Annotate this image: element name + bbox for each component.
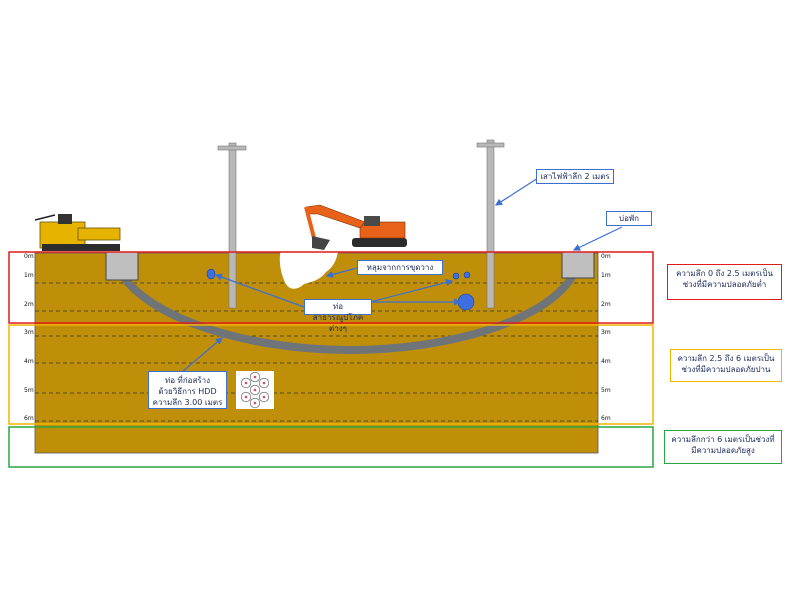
callout-hdd-pipe: ท่อ ที่ก่อสร้าง ด้วยวิธีการ HDD ความลึก … (148, 371, 227, 409)
hdd-pipe-arc (116, 268, 579, 355)
excavator-icon (304, 204, 407, 250)
callout-arrows (181, 177, 623, 373)
depth-label-right: 1m (601, 272, 611, 279)
zone-label-red: ความลึก 0 ถึง 2.5 เมตรเป็นช่วงที่มีความป… (667, 264, 782, 300)
zone-label-yellow: ความลึก 2.5 ถึง 6 เมตรเป็นช่วงที่มีความป… (670, 349, 782, 382)
depth-label-right: 4m (601, 358, 611, 365)
zone-label-green: ความลึกกว่า 6 เมตรเป็นช่วงที่มีความปลอดภ… (664, 430, 782, 464)
callout-manhole: บ่อพัก (606, 211, 652, 226)
zone-red-box (8, 251, 654, 324)
depth-label-right: 0m (601, 253, 611, 260)
callout-hdd-pipe-line: ความลึก 3.00 เมตร (152, 398, 223, 407)
zone-green-box (8, 426, 654, 468)
callout-pole-depth: เสาไฟฟ้าลึก 2 เมตร (536, 169, 614, 184)
depth-label-left: 4m (24, 358, 34, 365)
callout-hdd-pipe-line: ด้วยวิธีการ HDD (158, 387, 217, 396)
depth-label-right: 3m (601, 329, 611, 336)
callout-hdd-pipe-line: ท่อ ที่ก่อสร้าง (164, 376, 211, 385)
hdd-drill-rig-icon (34, 214, 121, 251)
depth-label-right: 2m (601, 301, 611, 308)
callout-utility-pipes: ท่อสาธารณูปโภคต่างๆ (304, 299, 372, 333)
depth-label-left: 6m (24, 415, 34, 422)
pipe-bundle-icon (236, 371, 274, 409)
zone-yellow-box (8, 324, 654, 425)
excavation-pit (279, 193, 339, 289)
depth-label-left: 2m (24, 301, 34, 308)
utility-pole-icon (217, 142, 247, 309)
depth-label-left: 1m (24, 272, 34, 279)
depth-label-right: 5m (601, 387, 611, 394)
callout-excavation-pit: หลุมจากการขุดวาง (357, 260, 443, 275)
depth-label-left: 3m (24, 329, 34, 336)
depth-label-left: 0m (24, 253, 34, 260)
depth-label-left: 5m (24, 387, 34, 394)
left-manhole (105, 251, 139, 281)
right-manhole (561, 251, 595, 279)
utility-pole-icon (476, 139, 505, 309)
depth-label-right: 6m (601, 415, 611, 422)
